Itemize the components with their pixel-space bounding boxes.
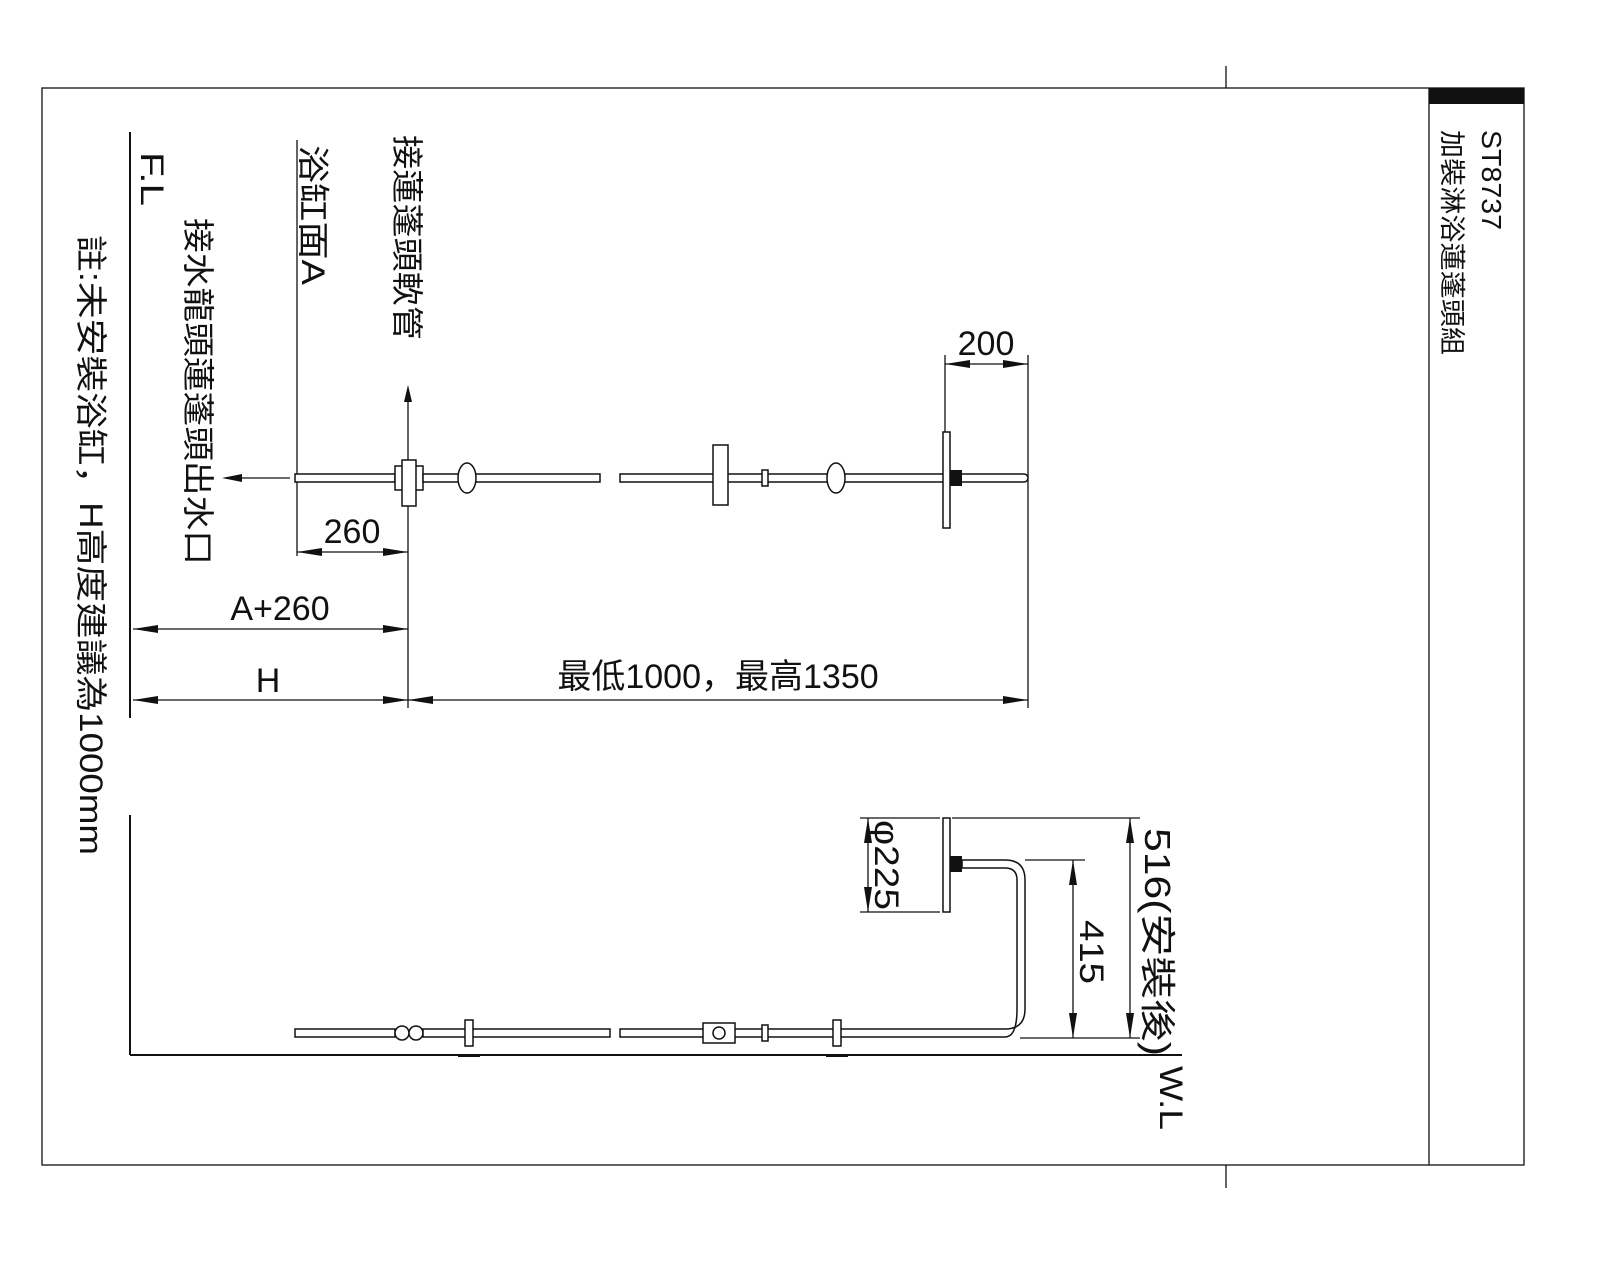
product-name: 加裝淋浴蓮蓬頭組 (1437, 130, 1467, 355)
model-number: ST8737 (1476, 130, 1507, 230)
title-block-bar (1429, 88, 1524, 104)
dim-415-text: 415 (1072, 920, 1110, 984)
drawing-frame (41, 87, 1525, 1166)
shower-assembly-side-view (294, 817, 1026, 1057)
dim-260: 260 (297, 513, 408, 556)
dim-516: 516(安裝後) (952, 817, 1178, 1056)
shower-hose-label: 接蓮蓬頭軟管 (389, 135, 425, 340)
wall-level-label: W.L (1153, 1066, 1189, 1130)
tub-surface-label: 浴缸面A (295, 145, 331, 286)
outlet-arrow-icon (222, 474, 242, 482)
dim-range-text: 最低1000，最高1350 (557, 658, 878, 696)
dim-200: 200 (944, 325, 1029, 708)
dim-h-text: H (256, 662, 281, 700)
shower-assembly-top-view (294, 431, 1029, 529)
dim-phi-225: φ225 (860, 817, 940, 913)
dim-h-and-range: H 最低1000，最高1350 (133, 658, 1028, 704)
dim-200-text: 200 (958, 325, 1015, 363)
floor-level-label: F.L (134, 152, 170, 206)
dim-a-plus-260: A+260 (133, 590, 408, 633)
dim-a-plus-text: A+260 (230, 590, 329, 628)
dim-260-text: 260 (324, 513, 381, 551)
dim-415: 415 (1025, 859, 1110, 1038)
dim-phi-text: φ225 (867, 820, 905, 910)
note-text: 註:未安裝浴缸，H高度建議為1000mm (73, 235, 109, 855)
dim-516-text: 516(安裝後) (1137, 828, 1178, 1056)
faucet-outlet-label: 接水龍頭蓮蓬頭出水口 (180, 218, 216, 565)
hose-arrow-icon (404, 385, 412, 402)
